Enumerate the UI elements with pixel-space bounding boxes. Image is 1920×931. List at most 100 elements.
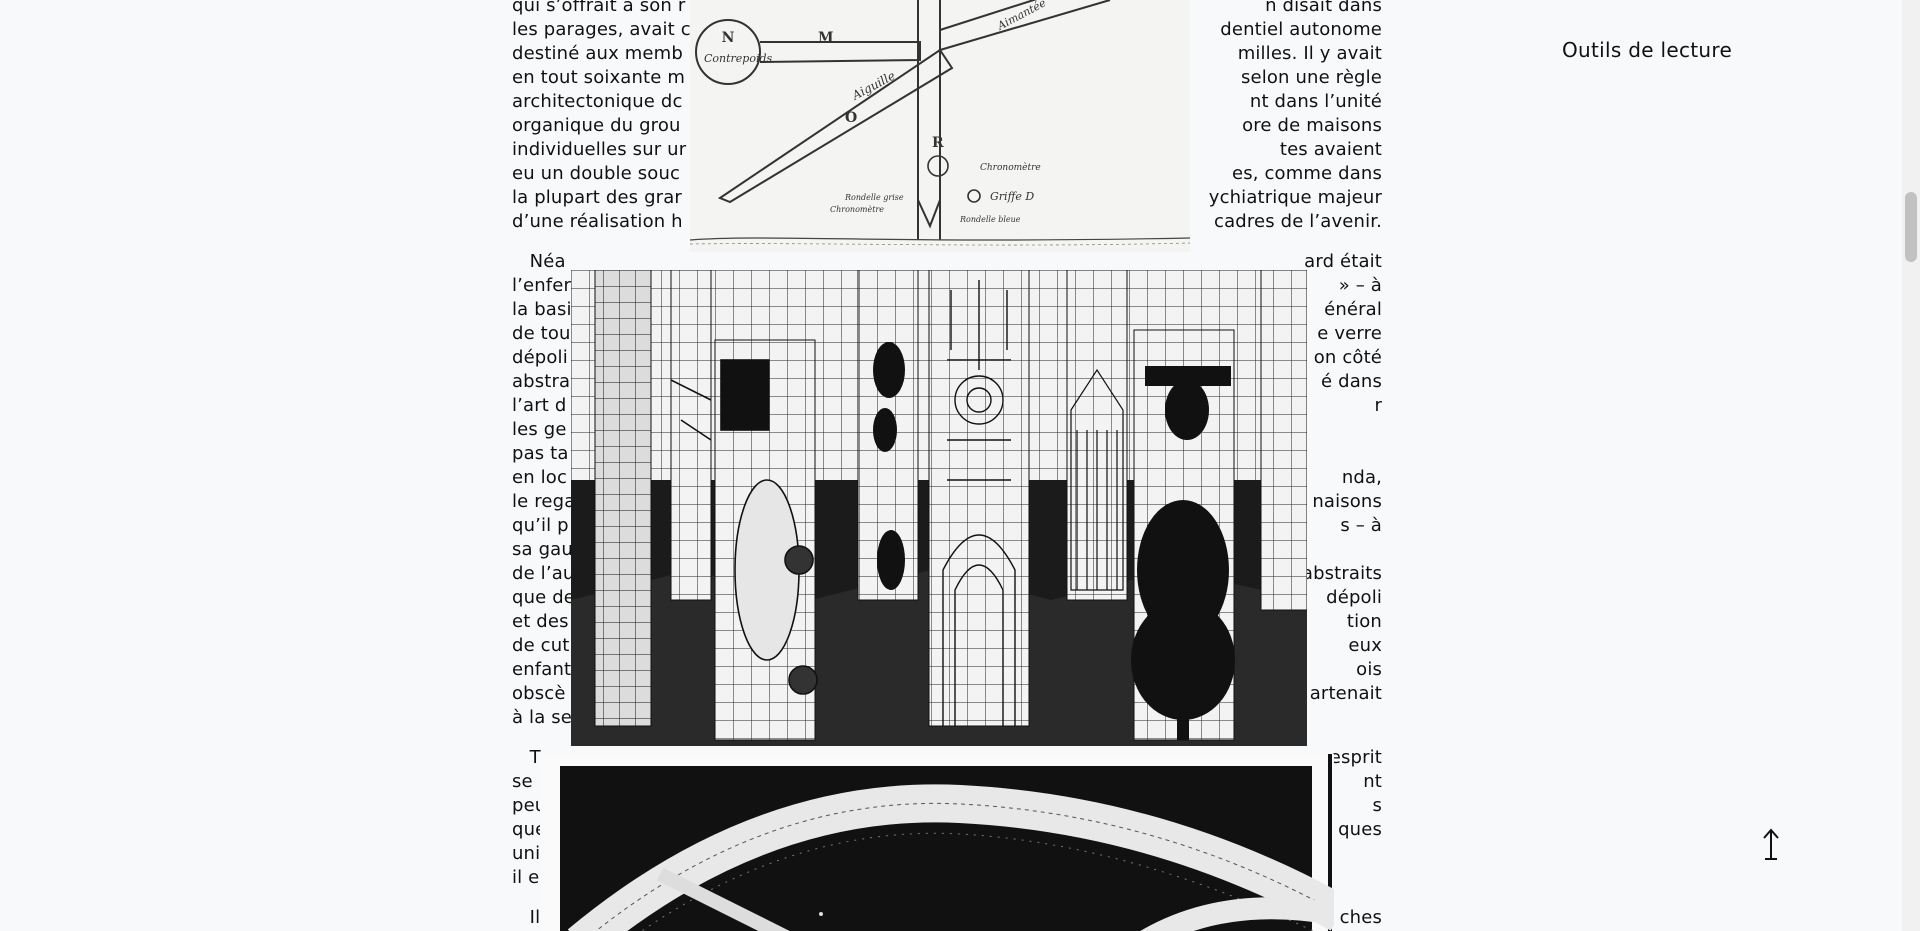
text-line: que de dépoli [512,586,1392,610]
text-line-left: eu un double souc [512,163,681,184]
text-line-right: ches [1339,907,1382,928]
text-line-right: tes avaient [1279,139,1382,160]
scrollbar-thumb[interactable] [1905,192,1917,262]
text-line-left: pas ta [512,443,569,464]
text-line-right: nt dans l’unité [1249,91,1382,112]
text-line-left: la plupart des grar [512,187,682,208]
text-line-left: à la se [512,707,573,728]
svg-text:Chronomètre: Chronomètre [830,205,884,214]
text-line: les ge [512,418,1392,442]
text-line-left: Il [512,907,541,928]
text-line-left: les ge [512,419,567,440]
svg-text:N: N [722,30,735,46]
text-line: en tout soixante m selon une règle [512,66,1392,90]
text-line-right: s [1372,795,1382,816]
text-line: la plupart des grar ychiatrique majeur [512,186,1392,210]
text-line-right: s – à [1340,515,1382,536]
text-line: obscè artenait [512,682,1392,706]
text-line-right: eux [1348,635,1382,656]
text-line-left: et des [512,611,569,632]
text-line-left: l’enfer [512,275,572,296]
text-line-left: que [512,819,547,840]
text-line-right: énéral [1324,299,1382,320]
text-line-left: Néa [512,251,566,272]
text-line-left: destiné aux memb [512,43,683,64]
text-line-right: selon une règle [1240,67,1382,88]
text-line-left: obscè [512,683,566,704]
text-line: Il ches [512,906,1392,930]
text-line-right: r [1374,395,1382,416]
text-line-left: dépoli [512,347,568,368]
text-line: sa gau [512,538,1392,562]
scrollbar-track[interactable] [1902,0,1920,931]
dark-arch-illustration [540,754,1334,931]
text-line: l’art d r [512,394,1392,418]
dark-arch-figure [540,754,1334,931]
text-line: à la se [512,706,1392,730]
text-line-left: l’art d [512,395,567,416]
svg-text:Griffe D: Griffe D [990,190,1034,203]
text-line-left: en tout soixante m [512,67,686,88]
text-line: uni [512,842,1392,866]
text-line-left: organique du grou [512,115,681,136]
svg-text:Rondelle grise: Rondelle grise [844,193,904,202]
text-line-right: » – à [1338,275,1382,296]
text-line-right: esprit [1329,747,1382,768]
text-line: de cut eux [512,634,1392,658]
text-line-right: é dans [1321,371,1382,392]
text-line: architectonique dc nt dans l’unité [512,90,1392,114]
text-line-left: individuelles sur ur [512,139,687,160]
text-line: eu un double souc es, comme dans [512,162,1392,186]
text-line: qu’il p s – à [512,514,1392,538]
text-line-left: de tou [512,323,571,344]
svg-text:Rondelle bleue: Rondelle bleue [959,215,1021,224]
text-line-right: e verre [1317,323,1382,344]
text-line-right: ois [1356,659,1382,680]
text-line-left: architectonique dc [512,91,683,112]
text-line-right: es, comme dans [1231,163,1382,184]
text-line-right: n disait dans [1265,0,1382,16]
text-line-right: artenait [1309,683,1382,704]
svg-text:R: R [932,135,944,151]
text-line-right: nt [1363,771,1382,792]
text-line-left: qu’il p [512,515,569,536]
text-line-right: nda, [1341,467,1382,488]
back-to-top-button[interactable] [1758,826,1784,862]
text-line-left: T [512,747,541,768]
text-line: de tou e verre [512,322,1392,346]
glass-towers-illustration [571,270,1307,746]
text-line-right: on côté [1313,347,1382,368]
text-line-right: tion [1346,611,1382,632]
reading-tools-link[interactable]: Outils de lecture [1562,38,1733,62]
text-line: la basi énéral [512,298,1392,322]
text-line-left: peu [512,795,547,816]
text-line-left: la basi [512,299,572,320]
text-line-left: de cut [512,635,570,656]
text-line-left: que de [512,587,576,608]
text-line-left: le rega [512,491,576,512]
text-line-right: naisons [1312,491,1382,512]
text-line-left: de l’au [512,563,575,584]
text-line-right: ychiatrique majeur [1208,187,1382,208]
text-line: dépoli on côté [512,346,1392,370]
svg-text:Contrepoids: Contrepoids [704,52,773,65]
text-line-right: dentiel autonome [1220,19,1382,40]
compass-drawing-figure: N M O R Contrepoids Aiguille Aimantée Ch… [690,0,1190,252]
text-line-right: dépoli [1326,587,1382,608]
text-line: et des tion [512,610,1392,634]
